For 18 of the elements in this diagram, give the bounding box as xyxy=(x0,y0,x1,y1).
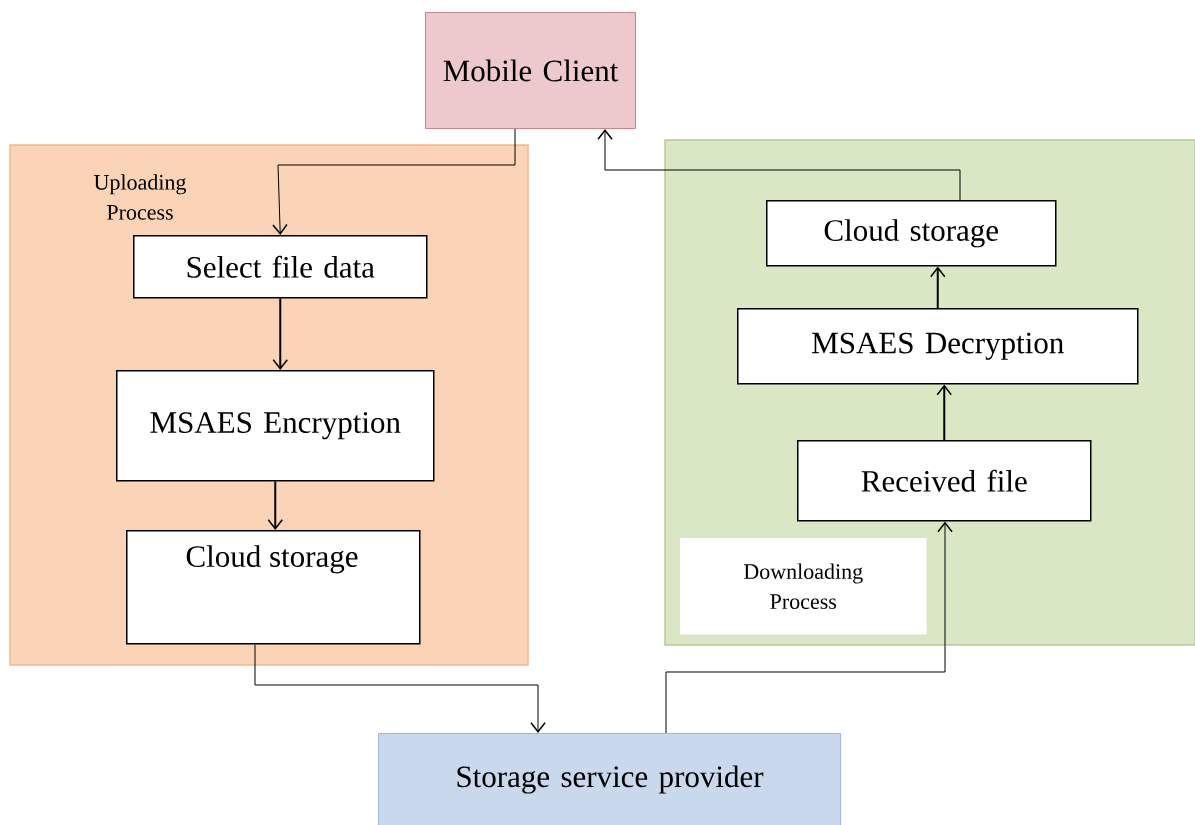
process-box: Mobile Client xyxy=(425,12,636,129)
arrow xyxy=(272,297,288,370)
process-box: MSAES Encryption xyxy=(116,370,435,482)
arrow xyxy=(597,129,961,201)
arrow xyxy=(930,266,946,309)
panel-heading: Uploading Process xyxy=(94,174,187,220)
arrow xyxy=(936,384,952,441)
arrow xyxy=(254,644,546,733)
arrow xyxy=(267,480,283,530)
arrow xyxy=(272,128,516,235)
process-box: Cloud storage xyxy=(126,530,421,645)
process-box: Cloud storage xyxy=(766,200,1057,267)
label-box: Downloading Process xyxy=(680,538,927,635)
arrow xyxy=(665,521,953,734)
process-box: Received file xyxy=(797,440,1092,522)
process-box: MSAES Decryption xyxy=(737,308,1139,385)
process-box: Storage service provider xyxy=(378,733,841,825)
process-box: Select file data xyxy=(133,235,428,299)
